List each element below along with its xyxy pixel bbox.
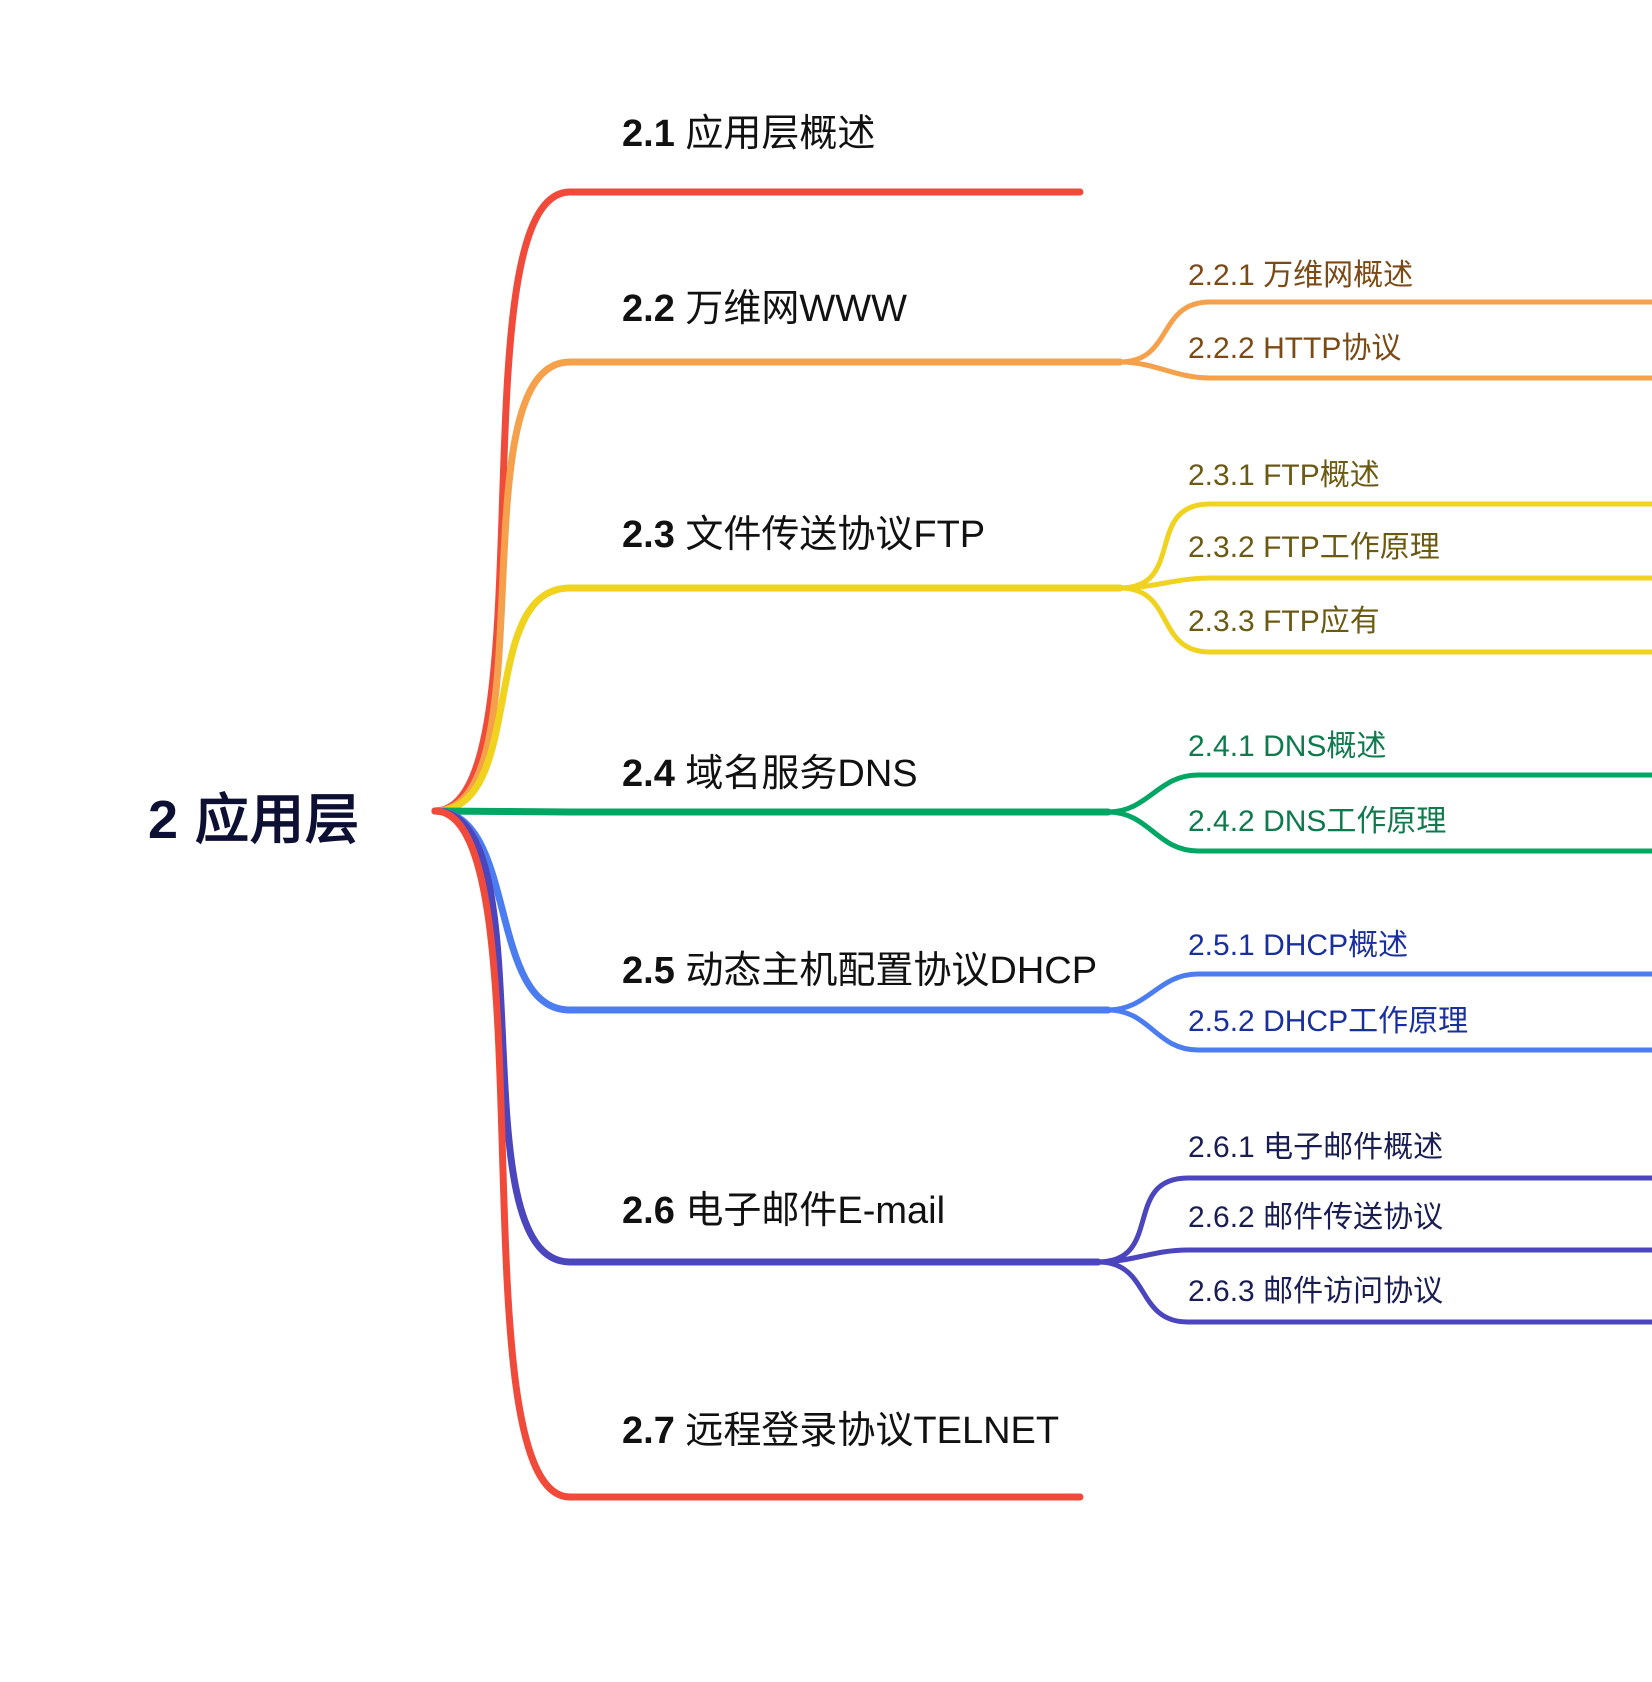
node-text: DHCP工作原理 [1254, 1005, 1469, 1038]
node-text: DNS工作原理 [1254, 805, 1447, 838]
node-number: 2.6.3 [1188, 1275, 1255, 1308]
edge-b6c2 [1095, 1247, 1652, 1265]
node-number: 2.2 [622, 288, 675, 330]
mindmap-node-b5c1[interactable]: 2.5.1 DHCP概述 [1188, 931, 1408, 961]
node-text: 应用层概述 [674, 113, 876, 155]
mindmap-node-b6[interactable]: 2.6 电子邮件E-mail [622, 1192, 945, 1230]
node-text: HTTP协议 [1254, 332, 1402, 365]
node-text: DNS概述 [1254, 730, 1387, 763]
edge-b1 [431, 188, 1084, 815]
node-text: 域名服务DNS [674, 753, 918, 795]
mindmap-node-b3[interactable]: 2.3 文件传送协议FTP [622, 516, 985, 554]
edge-b4 [431, 807, 1112, 816]
node-number: 2.6 [622, 1190, 675, 1232]
node-text: DHCP概述 [1254, 929, 1409, 962]
mindmap-root-node[interactable]: 2 应用层 [148, 790, 361, 850]
mindmap-node-b5c2[interactable]: 2.5.2 DHCP工作原理 [1188, 1007, 1468, 1037]
node-text: 电子邮件概述 [1254, 1131, 1444, 1164]
mindmap-node-b6c3[interactable]: 2.6.3 邮件访问协议 [1188, 1277, 1443, 1307]
node-number: 2.3.1 [1188, 459, 1255, 492]
node-number: 2.3 [622, 514, 675, 556]
node-text: 万维网概述 [1254, 259, 1414, 292]
node-number: 2.6.1 [1188, 1131, 1255, 1164]
node-number: 2.1 [622, 113, 675, 155]
node-text: 邮件访问协议 [1254, 1275, 1444, 1308]
mindmap-node-b3c2[interactable]: 2.3.2 FTP工作原理 [1188, 533, 1440, 563]
node-text: 万维网WWW [674, 288, 907, 330]
mindmap-node-b1[interactable]: 2.1 应用层概述 [622, 115, 875, 153]
node-text: 动态主机配置协议DHCP [674, 950, 1098, 992]
node-text: 电子邮件E-mail [674, 1190, 946, 1232]
mindmap-node-b5[interactable]: 2.5 动态主机配置协议DHCP [622, 952, 1097, 990]
mindmap-node-b4[interactable]: 2.4 域名服务DNS [622, 755, 918, 793]
node-text: 邮件传送协议 [1254, 1201, 1444, 1234]
node-number: 2.2.2 [1188, 332, 1255, 365]
node-text: 文件传送协议FTP [674, 514, 986, 556]
node-number: 2.6.2 [1188, 1201, 1255, 1234]
edge-b7 [431, 807, 1084, 1501]
edge-b2 [431, 358, 1124, 815]
node-number: 2.4.2 [1188, 805, 1255, 838]
mindmap-node-b6c2[interactable]: 2.6.2 邮件传送协议 [1188, 1203, 1443, 1233]
node-number: 2.3.3 [1188, 605, 1255, 638]
mindmap-node-b4c2[interactable]: 2.4.2 DNS工作原理 [1188, 807, 1446, 837]
node-text: FTP工作原理 [1254, 531, 1440, 564]
mindmap-node-b3c3[interactable]: 2.3.3 FTP应有 [1188, 607, 1380, 637]
mindmap-node-b7[interactable]: 2.7 远程登录协议TELNET [622, 1412, 1059, 1450]
node-number: 2.7 [622, 1410, 675, 1452]
mindmap-node-b6c1[interactable]: 2.6.1 电子邮件概述 [1188, 1133, 1443, 1163]
mindmap-node-b2c1[interactable]: 2.2.1 万维网概述 [1188, 261, 1413, 291]
node-number: 2.5.2 [1188, 1005, 1255, 1038]
node-text: FTP概述 [1254, 459, 1380, 492]
node-number: 2.5 [622, 950, 675, 992]
node-number: 2.4 [622, 753, 675, 795]
node-number: 2.5.1 [1188, 929, 1255, 962]
edge-b3c2 [1117, 575, 1652, 591]
node-number: 2.4.1 [1188, 730, 1255, 763]
node-text: FTP应有 [1254, 605, 1380, 638]
mindmap-node-b2[interactable]: 2.2 万维网WWW [622, 290, 907, 328]
node-number: 2.2.1 [1188, 259, 1255, 292]
mindmap-node-b3c1[interactable]: 2.3.1 FTP概述 [1188, 461, 1380, 491]
mindmap-node-b2c2[interactable]: 2.2.2 HTTP协议 [1188, 334, 1401, 364]
node-text: 远程登录协议TELNET [674, 1410, 1060, 1452]
node-number: 2.3.2 [1188, 531, 1255, 564]
mindmap-node-b4c1[interactable]: 2.4.1 DNS概述 [1188, 732, 1386, 762]
